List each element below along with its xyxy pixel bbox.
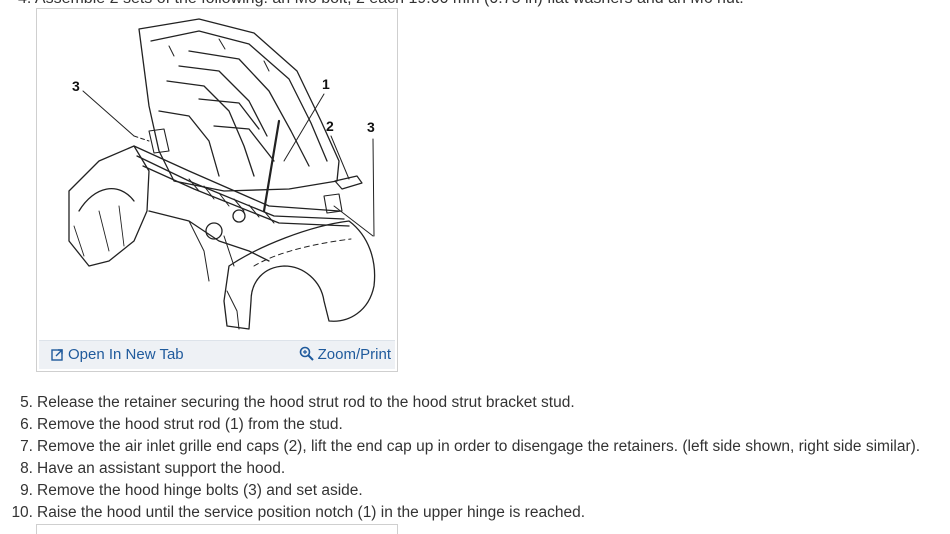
step-number: 10. [11, 504, 33, 521]
step-text: Remove the hood strut rod (1) from the s… [37, 416, 343, 433]
open-in-new-tab-link[interactable]: Open In New Tab [51, 346, 184, 363]
open-in-new-tab-label: Open In New Tab [68, 346, 184, 363]
callout-3-right: 3 [367, 119, 375, 135]
step-item: 9.Remove the hood hinge bolts (3) and se… [0, 480, 920, 502]
zoom-print-link[interactable]: Zoom/Print [299, 346, 391, 363]
step-text: Raise the hood until the service positio… [37, 504, 586, 521]
step-text: Release the retainer securing the hood s… [37, 394, 575, 411]
step-number: 9. [20, 482, 33, 499]
step-number: 7. [20, 438, 33, 455]
step-item: 8.Have an assistant support the hood. [0, 458, 920, 480]
procedure-steps: 5.Release the retainer securing the hood… [0, 392, 920, 524]
intro-step-4: 4. Assemble 2 sets of the following: an … [18, 0, 744, 8]
step-item: 6.Remove the hood strut rod (1) from the… [0, 414, 920, 436]
step-item: 7.Remove the air inlet grille end caps (… [0, 436, 920, 458]
callout-3-left: 3 [72, 78, 80, 94]
step-text: Remove the hood hinge bolts (3) and set … [37, 482, 363, 499]
magnifier-icon [299, 346, 314, 361]
step-text: Have an assistant support the hood. [37, 460, 286, 477]
hood-diagram: 3 1 2 3 [39, 11, 395, 339]
hood-line-drawing: 3 1 2 3 [68, 18, 376, 330]
step-number: 6. [20, 416, 33, 433]
step-number: 5. [20, 394, 33, 411]
hood-diagram-figure: 3 1 2 3 Open In New Tab Zoom/Print [36, 8, 398, 372]
external-tab-icon [51, 349, 63, 361]
step-text: Remove the air inlet grille end caps (2)… [37, 438, 921, 455]
callout-1: 1 [322, 76, 330, 92]
callout-2: 2 [326, 118, 334, 134]
zoom-print-label: Zoom/Print [317, 346, 391, 363]
figure-toolbar: Open In New Tab Zoom/Print [39, 340, 395, 369]
step-number: 8. [20, 460, 33, 477]
next-figure-frame [36, 524, 398, 534]
step-item: 5.Release the retainer securing the hood… [0, 392, 920, 414]
step-item: 10.Raise the hood until the service posi… [0, 502, 920, 524]
